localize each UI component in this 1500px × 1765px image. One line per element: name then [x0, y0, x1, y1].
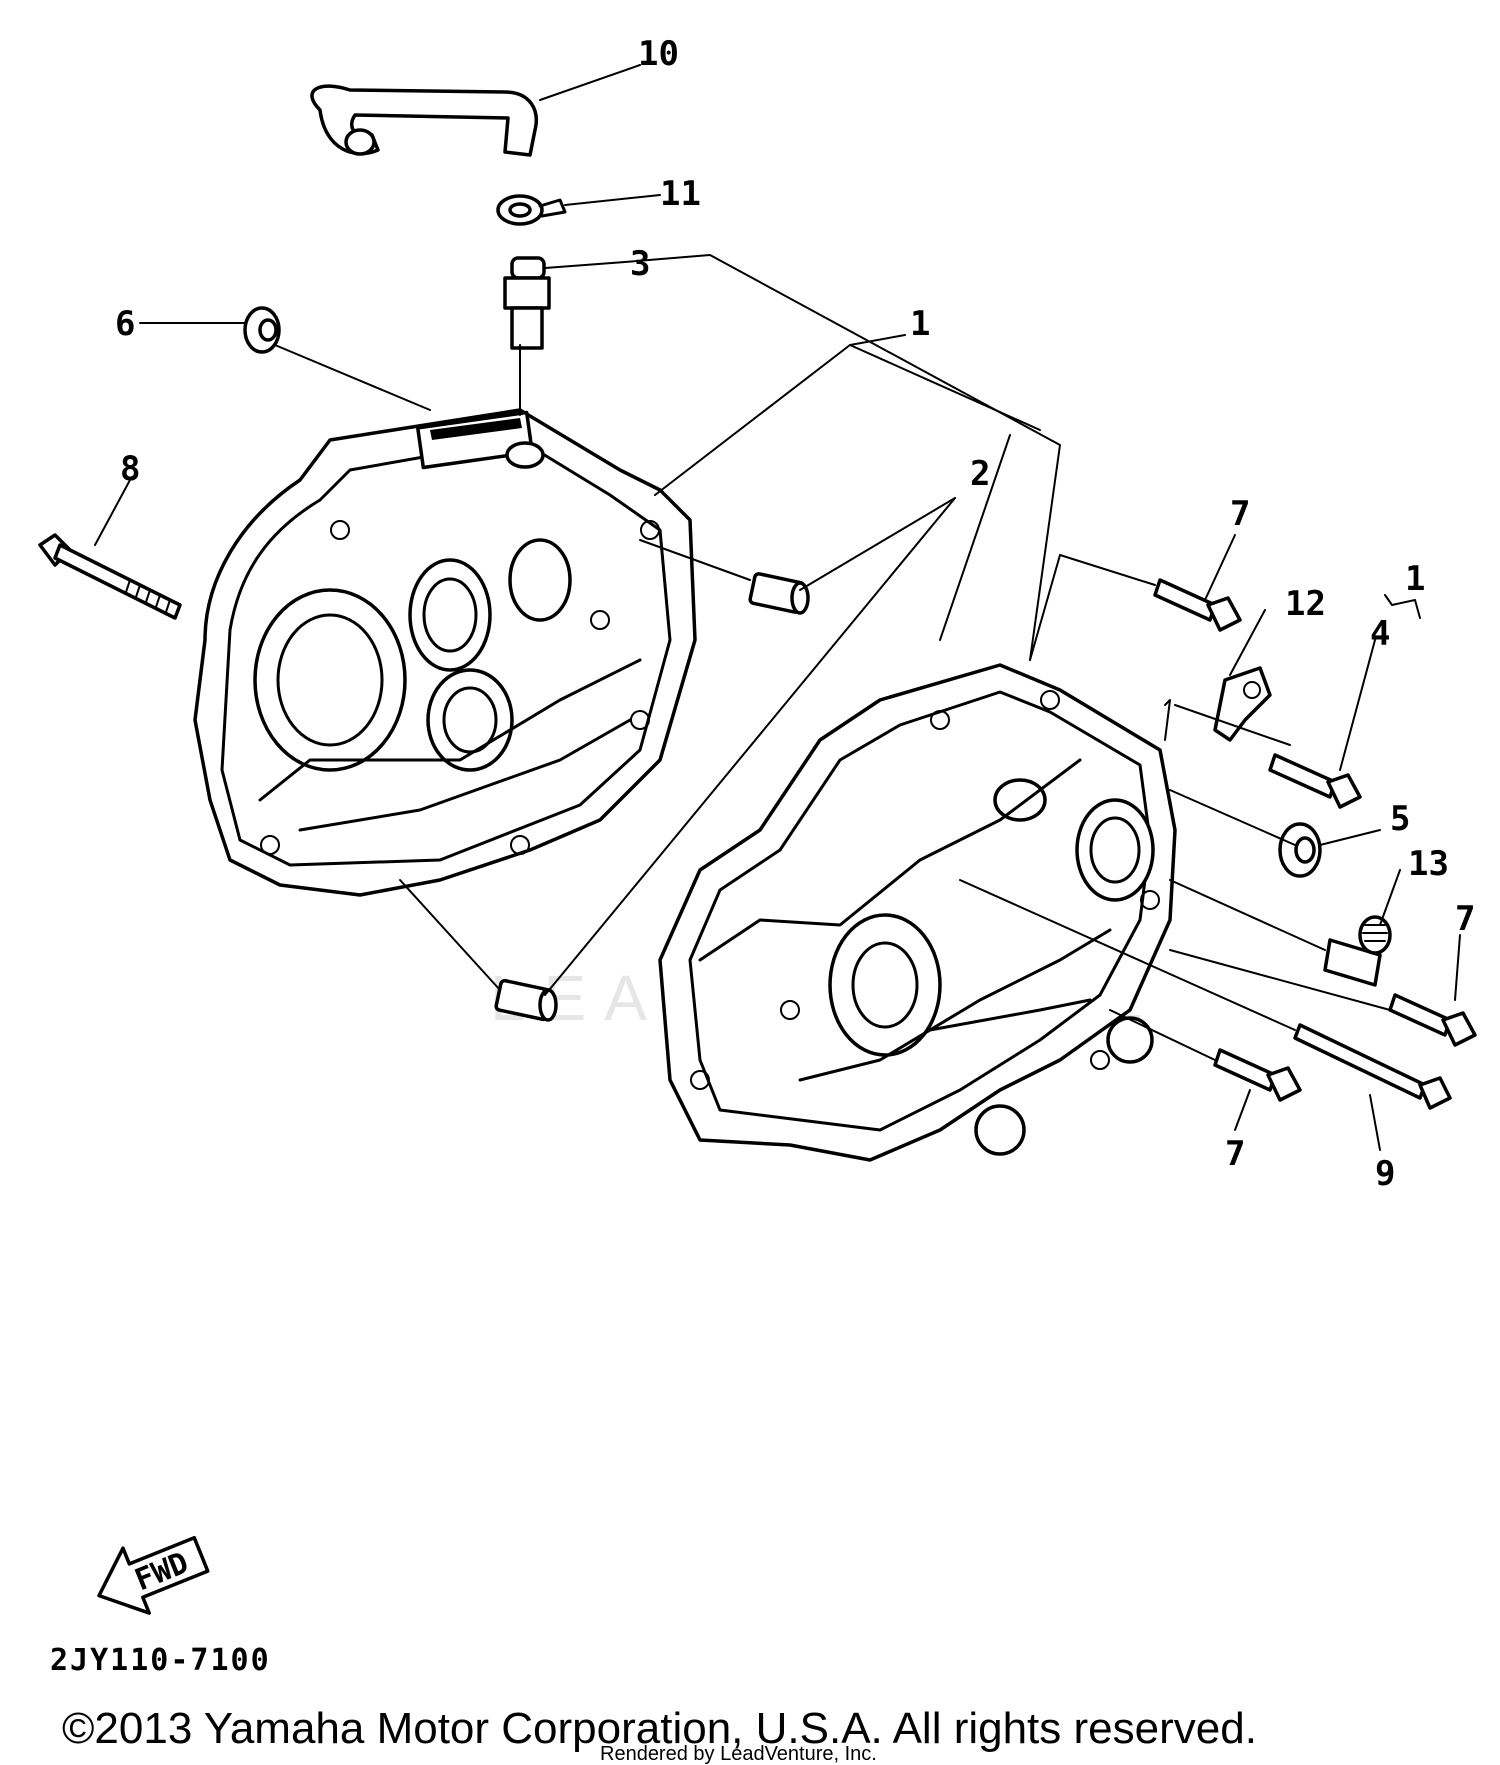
- callout-1-right: 1: [1405, 559, 1425, 599]
- callout-10: 10: [638, 34, 679, 74]
- callout-11: 11: [660, 174, 701, 214]
- breather-hose-part-10: [310, 84, 538, 157]
- callout-2: 2: [970, 454, 990, 494]
- callout-1-top: 1: [910, 304, 930, 344]
- callout-8: 8: [120, 449, 140, 489]
- callout-4: 4: [1370, 614, 1390, 654]
- crankcase-right-half: [658, 663, 1177, 1162]
- callout-7-right: 7: [1455, 899, 1475, 939]
- callout-5: 5: [1390, 799, 1410, 839]
- callout-7-top: 7: [1230, 494, 1250, 534]
- callout-13: 13: [1408, 844, 1449, 884]
- bolt-part-7-right: [1388, 993, 1477, 1047]
- leader-lines: [94, 64, 1461, 1151]
- bolt-part-4: [1268, 753, 1362, 809]
- holder-part-13: [1323, 915, 1392, 987]
- crankcase-left-half: [193, 408, 697, 897]
- callout-3: 3: [630, 244, 650, 284]
- callout-9: 9: [1375, 1154, 1395, 1194]
- hose-clip-part-11: [496, 194, 567, 226]
- long-bolt-part-9: [1293, 1023, 1452, 1110]
- dowel-pin-lower-part-2: [494, 978, 558, 1022]
- diagram-code: 2JY110-7100: [50, 1643, 271, 1678]
- bolt-part-7-top: [1153, 578, 1242, 632]
- washer-part-5: [1278, 822, 1322, 878]
- washer-part-6: [243, 306, 281, 354]
- bracket-part-12: [1213, 666, 1272, 742]
- forward-direction-arrow: FWD: [97, 1535, 210, 1615]
- long-bolt-part-8: [38, 533, 182, 620]
- breather-pipe-part-3: [503, 256, 551, 350]
- callout-6: 6: [115, 304, 135, 344]
- copyright-notice: ©2013 Yamaha Motor Corporation, U.S.A. A…: [62, 1704, 1257, 1753]
- dowel-pin-upper-part-2: [748, 572, 810, 615]
- rendered-by-notice: Rendered by LeadVenture, Inc.: [600, 1743, 877, 1765]
- callout-12: 12: [1285, 584, 1326, 624]
- callout-7-bottom: 7: [1225, 1134, 1245, 1174]
- bolt-part-7-bottom: [1213, 1048, 1302, 1102]
